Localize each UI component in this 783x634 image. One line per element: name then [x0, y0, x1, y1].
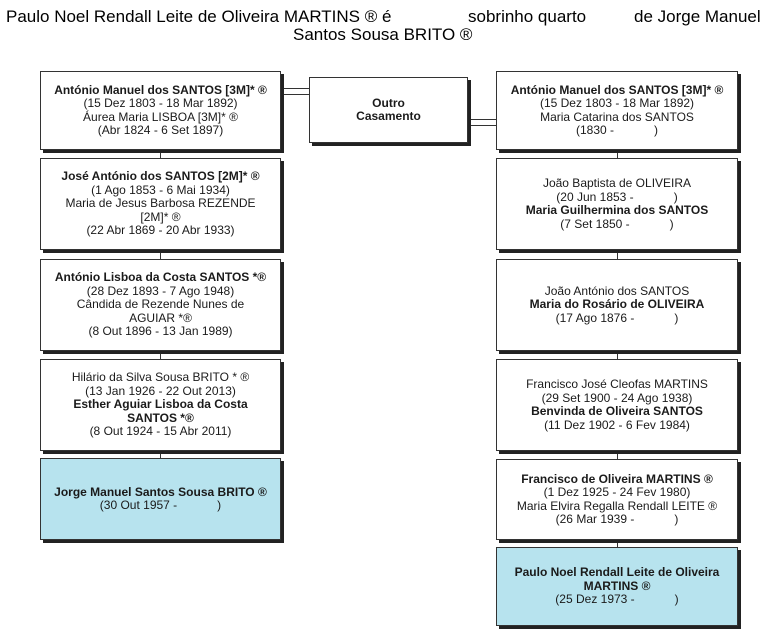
right-person-box[interactable]: António Manuel dos SANTOS [3M]* ®(15 Dez… [496, 71, 738, 150]
person-text-line: (11 Dez 1902 - 6 Fev 1984) [544, 417, 690, 432]
person-text-line: (22 Abr 1869 - 20 Abr 1933) [86, 223, 235, 238]
person-text-line: Jorge Manuel Santos Sousa BRITO ® [54, 484, 267, 499]
person-text-line: SANTOS *® [127, 410, 194, 425]
person-text-line: Benvinda de Oliveira SANTOS [531, 404, 703, 418]
person-text-line: Áurea Maria LISBOA [3M]* ® [83, 109, 238, 124]
marriage-connector-left-a [281, 88, 309, 89]
person-text-line: (25 Dez 1973 - ) [555, 592, 679, 607]
person-text-line: [2M]* ® [140, 209, 181, 224]
person-text-line: (1 Dez 1925 - 24 Fev 1980) [543, 485, 691, 499]
right-person-box[interactable]: João Baptista de OLIVEIRA(20 Jun 1853 - … [496, 158, 738, 250]
other-marriage-line1: Outro [372, 95, 405, 110]
right-person-box[interactable]: Francisco de Oliveira MARTINS ®(1 Dez 19… [496, 459, 738, 540]
person-text-line: Francisco José Cleofas MARTINS [526, 377, 708, 391]
person-text-line: (Abr 1824 - 6 Set 1897) [97, 123, 224, 137]
person-text-line: António Lisboa da Costa SANTOS *® [54, 270, 267, 285]
person-text-line: José António dos SANTOS [2M]* ® [61, 169, 260, 184]
person-text-line: Maria de Jesus Barbosa REZENDE [65, 196, 256, 211]
left-person-box[interactable]: José António dos SANTOS [2M]* ®(1 Ago 18… [40, 158, 281, 250]
person-text-line: (20 Jun 1853 - ) [556, 189, 678, 204]
person-text-line: AGUIAR *® [129, 310, 192, 325]
title-part-4: Santos Sousa BRITO ® [293, 25, 473, 44]
left-person-box-highlighted[interactable]: Jorge Manuel Santos Sousa BRITO ®(30 Out… [40, 458, 281, 540]
person-text-line: Francisco de Oliveira MARTINS ® [521, 471, 713, 486]
marriage-connector-left-b [281, 94, 309, 95]
person-text-line: Maria do Rosário de OLIVEIRA [529, 297, 705, 312]
person-text-line: Hilário da Silva Sousa BRITO * ® [71, 370, 250, 385]
person-text-line: (7 Set 1850 - ) [560, 216, 674, 231]
person-text-line: João Baptista de OLIVEIRA [542, 176, 692, 190]
left-person-box[interactable]: António Lisboa da Costa SANTOS *®(28 Dez… [40, 259, 281, 351]
person-text-line: (8 Out 1924 - 15 Abr 2011) [89, 424, 232, 439]
person-text-line: (17 Ago 1876 - ) [555, 310, 679, 325]
person-text-line: Maria Elvira Regalla Rendall LEITE ® [516, 498, 718, 513]
person-text-line: (29 Set 1900 - 24 Ago 1938) [541, 390, 693, 405]
person-text-line: (1 Ago 1853 - 6 Mai 1934) [91, 182, 230, 197]
other-marriage-line2: Casamento [356, 109, 421, 123]
person-text-line: (13 Jan 1926 - 22 Out 2013) [85, 383, 236, 398]
person-text-line: Esther Aguiar Lisboa da Costa [73, 397, 248, 412]
person-text-line: António Manuel dos SANTOS [3M]* ® [510, 82, 724, 97]
person-text-line: (8 Out 1896 - 13 Jan 1989) [88, 324, 233, 339]
person-text-line: (1830 - ) [575, 123, 659, 137]
person-text-line: Paulo Noel Rendall Leite de Oliveira [514, 565, 720, 580]
right-person-box[interactable]: Francisco José Cleofas MARTINS(29 Set 19… [496, 359, 738, 451]
left-person-box[interactable]: António Manuel dos SANTOS [3M]* ®(15 Dez… [40, 71, 281, 150]
other-marriage-box[interactable]: Outro Casamento [309, 77, 468, 143]
title-part-1: Paulo Noel Rendall Leite de Oliveira MAR… [6, 7, 392, 26]
person-text-line: Maria Catarina dos SANTOS [540, 109, 694, 124]
title-part-3: de Jorge Manuel [634, 7, 761, 26]
person-text-line: (26 Mar 1939 - ) [555, 512, 679, 526]
person-text-line: MARTINS ® [583, 578, 651, 593]
marriage-connector-right-b [468, 125, 496, 126]
person-text-line: João António dos SANTOS [544, 283, 690, 298]
person-text-line: Cândida de Rezende Nunes de [76, 297, 245, 312]
person-text-line: (30 Out 1957 - ) [99, 498, 222, 512]
person-text-line: (15 Dez 1803 - 18 Mar 1892) [539, 96, 695, 110]
person-text-line: António Manuel dos SANTOS [3M]* ® [54, 82, 267, 97]
person-text-line: (15 Dez 1803 - 18 Mar 1892) [83, 96, 238, 110]
title-part-2: sobrinho quarto [468, 7, 587, 26]
marriage-connector-right-a [468, 119, 496, 120]
person-text-line: Maria Guilhermina dos SANTOS [525, 203, 709, 217]
left-person-box[interactable]: Hilário da Silva Sousa BRITO * ®(13 Jan … [40, 359, 281, 451]
person-text-line: (28 Dez 1893 - 7 Ago 1948) [86, 283, 235, 298]
